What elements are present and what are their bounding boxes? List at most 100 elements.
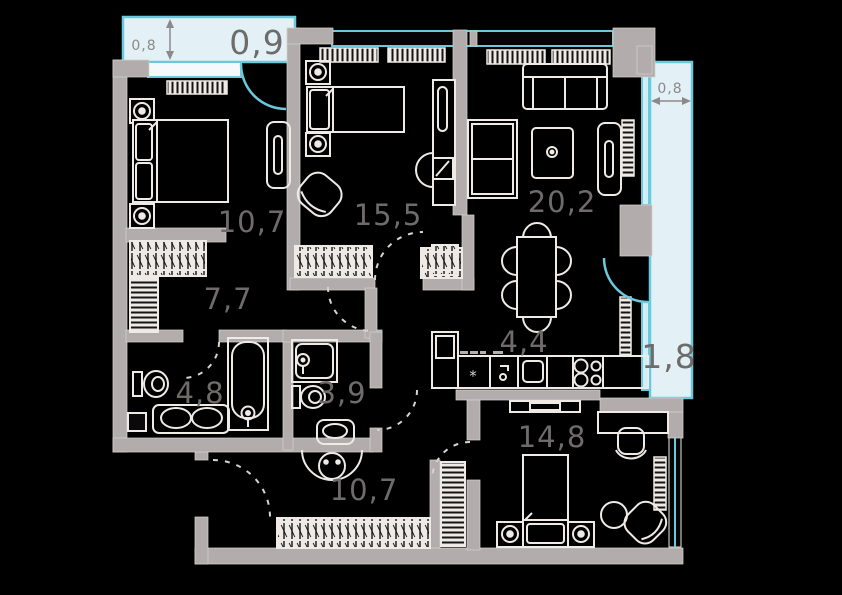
- single-bed: [306, 86, 405, 133]
- chair: [501, 246, 518, 276]
- dining-table: [516, 236, 557, 318]
- nightstand: [129, 203, 155, 229]
- cabinet-unit: [489, 355, 519, 389]
- pillow: [309, 89, 330, 130]
- chair: [555, 246, 572, 276]
- wall: [369, 331, 383, 389]
- wardrobe: [431, 244, 459, 276]
- nightstand: [305, 60, 331, 85]
- room-label-kitchen: 4,4: [499, 325, 548, 359]
- tv-unit-inner: [604, 140, 614, 178]
- mirror-cabinet-inner: [273, 135, 283, 175]
- lamp-icon: [133, 207, 151, 225]
- dot: [335, 459, 341, 465]
- balcony-right-area: [648, 60, 694, 400]
- pillow: [135, 123, 153, 161]
- faucet-icon: [500, 365, 509, 371]
- wall: [112, 59, 128, 453]
- wardrobe-vertical: [440, 461, 466, 547]
- room-label-corridor: 10,7: [330, 473, 399, 507]
- door-arc-hallway: [327, 286, 373, 332]
- dim-label-balcony-right: 0,8: [657, 81, 682, 97]
- table-decor-dot: [549, 149, 555, 155]
- radiator-vertical: [619, 296, 632, 356]
- wall: [125, 227, 227, 243]
- dining-furniture: [501, 222, 572, 333]
- wall-bottom: [194, 547, 684, 565]
- wall: [461, 214, 475, 291]
- bathtub-inner: [231, 341, 265, 419]
- radiator: [387, 47, 446, 63]
- corridor-objects: [301, 449, 363, 481]
- toilet-bowl: [143, 370, 169, 398]
- table-decor: [546, 146, 558, 158]
- furniture: [129, 60, 669, 548]
- balcony-door-arc: [239, 63, 287, 111]
- shower-tray-inner: [295, 343, 334, 379]
- wall: [619, 204, 653, 257]
- balcony-top-area: [121, 15, 297, 64]
- bench-hatch: [435, 160, 450, 177]
- toilet-bowl: [300, 385, 326, 409]
- bathroom-furniture: [132, 337, 269, 434]
- lamp-dot: [138, 212, 146, 220]
- wall: [112, 59, 150, 78]
- mirror-cabinet: [266, 121, 291, 189]
- desk: [597, 411, 669, 434]
- pillow: [526, 523, 565, 544]
- burner: [590, 360, 602, 372]
- radiator: [551, 49, 611, 65]
- chair: [522, 222, 552, 239]
- room-label-balcony-right: 1,8: [641, 337, 696, 376]
- lamp-icon: [309, 135, 327, 153]
- tall-cabinet-inner: [435, 335, 455, 359]
- dot: [323, 459, 329, 465]
- shower-head-dot: [300, 357, 306, 363]
- pillow: [135, 162, 153, 200]
- bathtub: [227, 337, 269, 431]
- balcony-door-arc: [602, 257, 649, 304]
- sink-bowl: [522, 360, 544, 383]
- entrance-door-arc: [212, 459, 271, 518]
- room-label-bedroom-2: 15,5: [354, 198, 423, 232]
- radiator: [166, 80, 228, 95]
- wall: [286, 27, 334, 45]
- wardrobe: [129, 240, 207, 277]
- wall: [369, 427, 383, 453]
- door-arc-bathroom: [182, 341, 220, 379]
- radiators: [166, 47, 667, 511]
- sideboard-inner: [529, 402, 561, 411]
- burner: [573, 358, 589, 374]
- desk-chair: [617, 427, 645, 455]
- washbasin-bowl: [322, 423, 348, 439]
- labels: 10,7 15,5 20,2 7,7 4,8 3,9 4,4 14,8 10,7…: [131, 23, 696, 507]
- door-arc-bedroom2: [374, 231, 424, 281]
- lamp-dot: [577, 530, 585, 538]
- wc-furniture: [291, 339, 355, 445]
- desk: [432, 79, 456, 206]
- wall: [466, 479, 481, 551]
- dimension-arrows: [166, 19, 691, 105]
- wardrobe: [129, 277, 159, 333]
- wall: [194, 516, 209, 565]
- bathtub-faucet-dot: [245, 410, 251, 416]
- chair: [555, 280, 572, 310]
- door-arc-wc: [376, 389, 418, 431]
- room-label-living-room: 20,2: [528, 185, 597, 219]
- burner: [590, 374, 602, 386]
- room-label-bedroom-1: 10,7: [218, 205, 287, 239]
- wall: [429, 459, 441, 549]
- window-bedroom1-balcony: [147, 61, 242, 78]
- desk-bench: [432, 157, 454, 180]
- room-label-bedroom-3: 14,8: [518, 420, 587, 454]
- lamp-dot: [506, 530, 514, 538]
- room-label-balcony-top: 0,9: [229, 23, 284, 62]
- burner: [573, 372, 589, 388]
- sideboard: [509, 400, 581, 413]
- bathtub-faucet: [240, 405, 256, 421]
- desk-inner: [437, 86, 448, 132]
- coffee-table: [531, 127, 574, 179]
- desk-chair: [415, 152, 434, 188]
- fridge-asterisk: *: [469, 367, 477, 385]
- chair: [522, 316, 552, 333]
